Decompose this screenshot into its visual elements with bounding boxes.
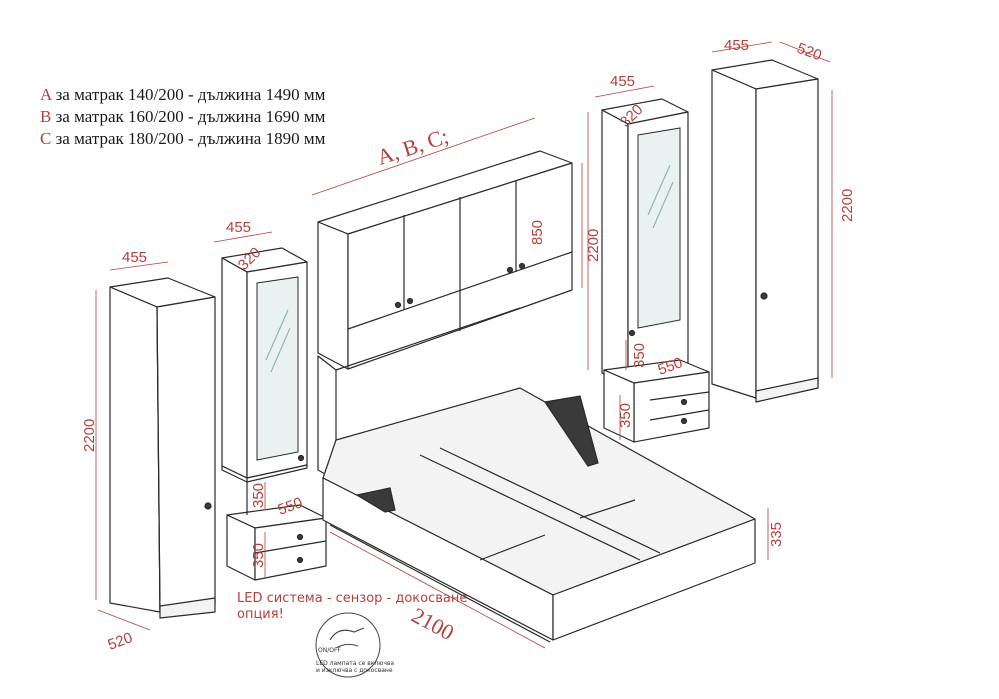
dim-right-drawer-height: 350 <box>617 403 634 428</box>
dim-bed-height: 335 <box>768 522 785 547</box>
led-note-line1: LED система - сензор - докосване <box>237 591 467 606</box>
legend-row-b: B за матрак 160/200 - дължина 1690 мм <box>40 106 325 128</box>
legend-letter: A <box>40 85 52 104</box>
sensor-icon-label: ON/OFF <box>318 647 341 654</box>
right-wardrobe <box>711 59 819 403</box>
top-wall-cabinet <box>317 150 573 370</box>
dim-right-wardrobe-height: 2200 <box>839 189 856 222</box>
dim-left-niche-height: 350 <box>250 483 267 508</box>
door-knob-icon <box>204 502 212 510</box>
dim-left-wardrobe-height: 2200 <box>81 419 98 452</box>
door-knob-icon <box>760 292 768 300</box>
lift-mechanism-icon <box>543 395 599 467</box>
legend-letter: C <box>40 129 52 148</box>
right-wardrobe-dims: 455 520 2200 <box>711 37 856 378</box>
sensor-caption-2: и изключва с докосване <box>316 667 393 674</box>
right-mirror <box>637 127 681 329</box>
dim-top-cabinet-length: A, B, C; <box>374 123 451 169</box>
touch-sensor-icon: ON/OFF LED лампата се включва и изключва… <box>315 612 394 678</box>
dim-right-niche-height: 350 <box>631 343 648 368</box>
left-mirror <box>256 276 299 461</box>
dim-left-mirror-width: 455 <box>226 219 251 236</box>
dim-left-drawer-height: 350 <box>250 543 267 568</box>
bed <box>317 307 756 643</box>
legend-text: за матрак 160/200 - дължина 1690 мм <box>55 107 326 126</box>
dim-left-wardrobe-width: 455 <box>122 249 147 266</box>
dim-top-cabinet-height: 850 <box>529 220 546 245</box>
lift-mechanism-icon <box>355 487 396 513</box>
dim-right-wardrobe-width: 455 <box>724 37 749 54</box>
right-mirror-unit <box>601 98 689 389</box>
legend-row-c: C за матрак 180/200 - дължина 1890 мм <box>40 128 325 150</box>
dim-bed-length: 2100 <box>408 602 459 645</box>
left-wardrobe-dims: 455 2200 520 <box>81 249 169 654</box>
legend-text: за матрак 140/200 - дължина 1490 мм <box>55 85 326 104</box>
dim-left-wardrobe-depth: 520 <box>106 629 135 654</box>
legend-row-a: A за матрак 140/200 - дължина 1490 мм <box>40 84 325 106</box>
sensor-caption-1: LED лампата се включва <box>316 660 394 667</box>
dim-right-wardrobe-depth: 520 <box>795 40 824 65</box>
left-nightstand <box>226 478 327 581</box>
led-note-line2: опция! <box>237 607 284 622</box>
left-wardrobe <box>109 277 216 619</box>
legend-text: за матрак 180/200 - дължина 1890 мм <box>55 129 326 148</box>
mattress-legend: A за матрак 140/200 - дължина 1490 мм B … <box>40 84 325 150</box>
legend-letter: B <box>40 107 52 126</box>
led-note: LED система - сензор - докосване опция! <box>237 591 467 622</box>
right-nightstand <box>603 359 710 443</box>
left-mirror-unit <box>221 247 308 483</box>
dim-right-mirror-height: 2200 <box>585 229 602 262</box>
dim-right-mirror-width: 455 <box>610 73 635 90</box>
